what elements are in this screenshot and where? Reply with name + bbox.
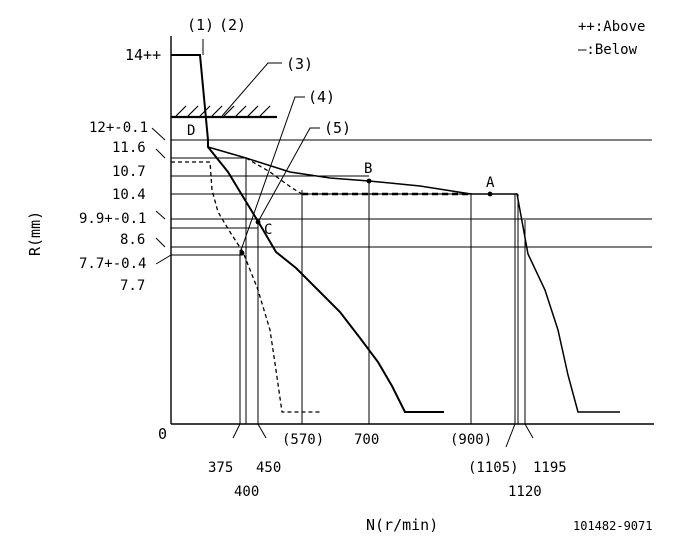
callout-3: (3) bbox=[286, 55, 313, 73]
callout-4: (4) bbox=[308, 88, 335, 106]
point-b-label: B bbox=[364, 161, 372, 177]
x-tick-450: 450 bbox=[256, 460, 281, 476]
origin-label: 0 bbox=[158, 425, 167, 443]
x-tick-570: (570) bbox=[282, 432, 324, 448]
point-b-dot bbox=[366, 178, 372, 184]
dashed-lower-curve bbox=[171, 161, 322, 413]
x-tick-1105: (1105) bbox=[468, 460, 519, 476]
x-label-leaders bbox=[232, 423, 534, 448]
y-tick-7-7: 7.7 bbox=[120, 278, 145, 294]
part-number: 101482-9071 bbox=[573, 519, 652, 533]
point-d-label: D bbox=[187, 123, 195, 139]
y-tick-8-6: 8.6 bbox=[120, 232, 145, 248]
point-a-label: A bbox=[486, 175, 495, 191]
callout-2: (2) bbox=[219, 16, 246, 34]
y-tick-10-7: 10.7 bbox=[112, 164, 146, 180]
legend-below: —:Below bbox=[578, 42, 638, 58]
y-tick-7-7-tol: 7.7+-0.4 bbox=[79, 256, 146, 272]
callout-leaders bbox=[202, 39, 320, 254]
vertical-gridlines bbox=[239, 158, 526, 424]
horizontal-gridlines bbox=[171, 54, 652, 256]
x-axis-title: N(r/min) bbox=[366, 516, 438, 534]
x-tick-1120: 1120 bbox=[508, 484, 542, 500]
dashed-upper-curve bbox=[245, 157, 471, 195]
full-load-curve-left bbox=[171, 54, 444, 413]
callout-1: (1) bbox=[187, 16, 214, 34]
callout-5: (5) bbox=[324, 119, 351, 137]
y-tick-9-9: 9.9+-0.1 bbox=[79, 211, 146, 227]
y-label-leaders bbox=[151, 127, 172, 265]
x-tick-400: 400 bbox=[234, 484, 259, 500]
x-tick-900: (900) bbox=[450, 432, 492, 448]
x-tick-375: 375 bbox=[208, 460, 233, 476]
y-axis-title: R(mm) bbox=[26, 211, 44, 256]
legend-above: ++:Above bbox=[578, 19, 645, 35]
y-tick-14: 14++ bbox=[125, 46, 161, 64]
stopper-hatch bbox=[171, 105, 277, 119]
y-tick-10-4: 10.4 bbox=[112, 187, 146, 203]
y-tick-12: 12+-0.1 bbox=[89, 120, 148, 136]
x-tick-1195: 1195 bbox=[533, 460, 567, 476]
high-idle-curve bbox=[207, 146, 620, 413]
point-a-dot bbox=[487, 191, 493, 197]
point-c-label: C bbox=[264, 222, 272, 238]
x-tick-700: 700 bbox=[354, 432, 379, 448]
y-tick-11-6: 11.6 bbox=[112, 140, 146, 156]
